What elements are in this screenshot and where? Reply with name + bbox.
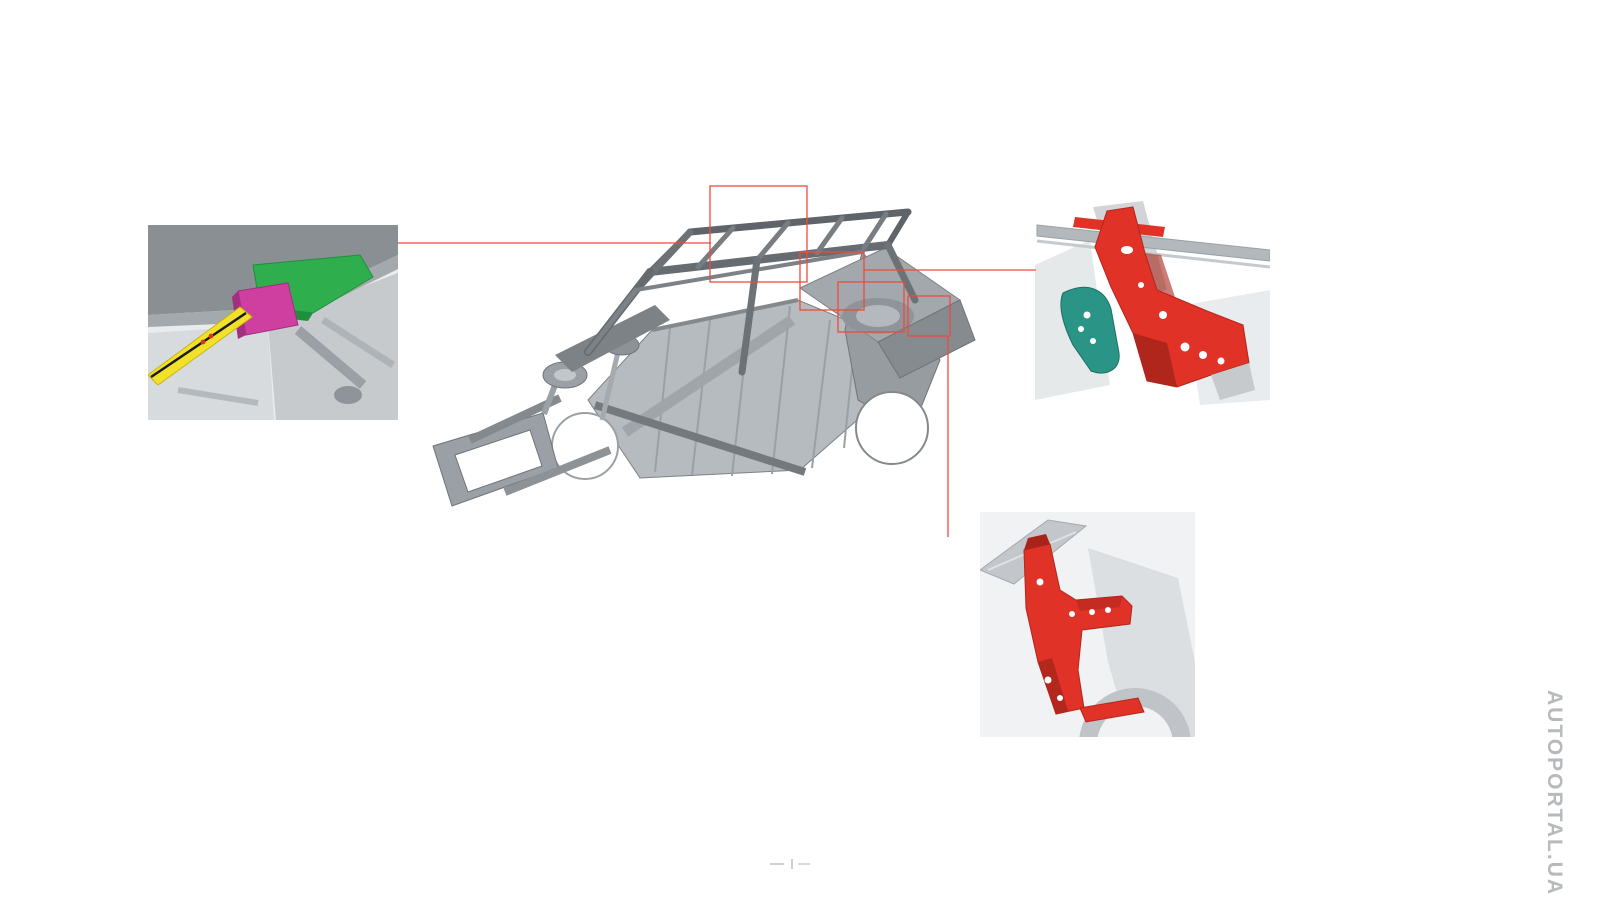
detail-view-rear-pillar <box>1035 201 1270 405</box>
magenta-reinforcement-part <box>237 282 299 336</box>
red-quarter-reinforcement <box>1023 534 1145 723</box>
yellow-rail-part <box>148 306 253 386</box>
windshield-lower-edge <box>585 287 639 355</box>
page-mark <box>770 859 810 869</box>
roof-bow <box>814 215 845 256</box>
far-sill <box>651 298 799 332</box>
c-pillar-near <box>884 241 919 304</box>
floor-tunnel <box>621 315 796 437</box>
quarter-outer-panel <box>1088 548 1195 737</box>
rear-header <box>885 209 911 248</box>
detail-view-parcel-shelf <box>148 225 398 420</box>
watermark: AUTOPORTAL.UA <box>1543 690 1566 897</box>
rear-wheel-opening <box>855 391 929 465</box>
tail-panel <box>877 299 976 379</box>
front-frame-rail-near <box>503 446 612 496</box>
roof-bow <box>861 211 889 251</box>
near-rocker <box>593 401 807 476</box>
car-body-illustration <box>432 208 976 507</box>
roof-side-rail <box>1036 224 1270 262</box>
teal-bracket <box>1060 286 1120 374</box>
cowl-panel <box>555 305 670 372</box>
detail-view-rear-quarter <box>980 512 1195 737</box>
spare-wheel-well <box>856 305 900 327</box>
